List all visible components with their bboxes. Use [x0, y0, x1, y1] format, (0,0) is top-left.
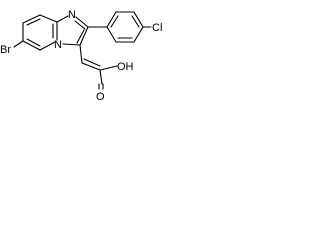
bond-c3-vinyl: [79, 44, 83, 64]
label-nitrogen-top: N: [68, 9, 76, 21]
bond-c5-c6: [39, 14, 58, 23]
label-bromine: Br: [0, 44, 11, 56]
label-hydroxyl: OH: [117, 61, 134, 73]
bond-n-top-c2: [75, 16, 89, 28]
bond-vinyl-double: [81, 62, 101, 71]
bond-c6-c7-double: [26, 18, 41, 26]
acrylic-acid-chain: [79, 44, 118, 90]
bond-vinyl-carboxyl: [99, 69, 103, 85]
label-carbonyl-oxygen: O: [96, 91, 105, 103]
bond-vinyl-double-inner: [83, 58, 101, 67]
bond-aryl-6: [106, 26, 117, 43]
bond-aryl-1-double: [110, 15, 119, 28]
bond-aryl-1: [106, 11, 117, 28]
bond-c3-n-bridge: [62, 43, 81, 46]
bond-c8-c9-double: [26, 38, 41, 47]
label-chlorine: Cl: [152, 22, 162, 34]
molecule-structure: Br N N Cl OH O: [0, 9, 162, 103]
bond-c-br: [13, 40, 24, 48]
imidazole-ring: [56, 15, 89, 46]
bond-n-top-c2-double: [74, 20, 86, 30]
pyridine-ring: [22, 14, 58, 51]
chlorophenyl-ring: [87, 11, 152, 43]
label-nitrogen-bridge: N: [54, 39, 62, 51]
bond-c3-c2-double: [76, 29, 85, 44]
bond-aryl-3: [133, 11, 144, 28]
bond-c2-c3: [79, 26, 89, 46]
bond-c6-c7: [22, 14, 41, 24]
bond-aryl-3-double: [131, 15, 140, 28]
bond-c9-n-bridge: [39, 41, 56, 51]
bond-c8-c9: [22, 40, 41, 51]
bond-carboxyl-oh: [99, 65, 118, 71]
bond-c-n-top: [56, 15, 69, 23]
bond-aryl-4: [133, 26, 144, 43]
